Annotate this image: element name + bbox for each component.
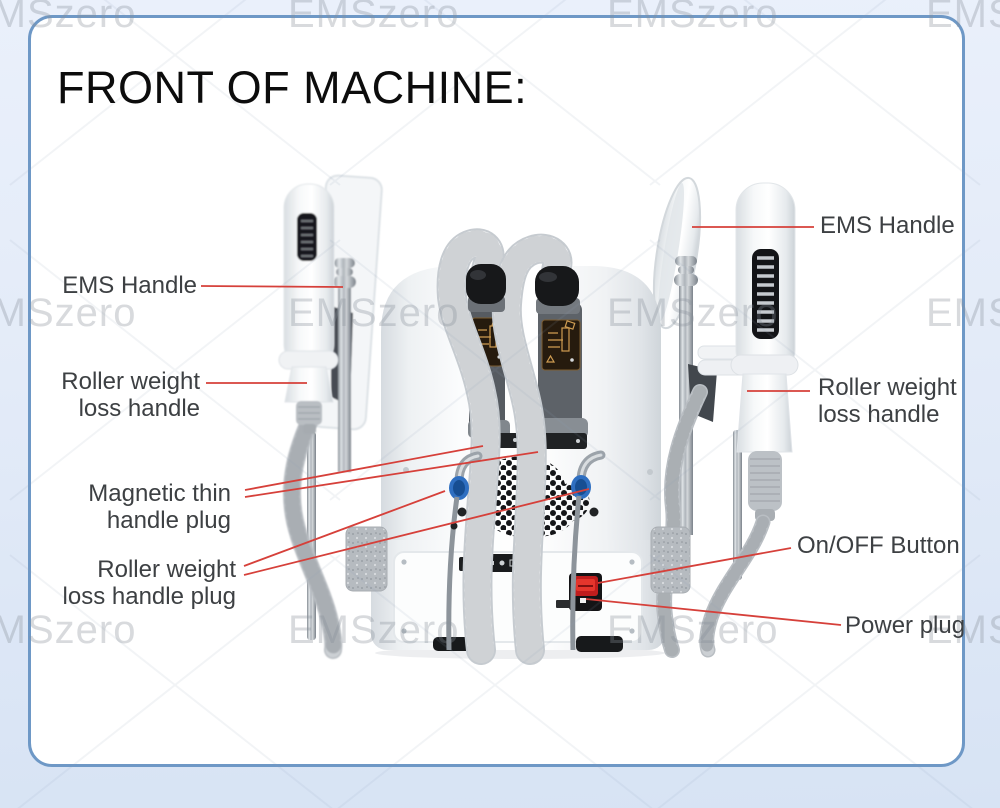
- callout-power-plug: Power plug: [845, 612, 966, 639]
- callout-ems-handle-left: EMS Handle: [62, 272, 197, 299]
- callout-onoff-button: On/OFF Button: [797, 532, 960, 559]
- callout-roller-plug: Roller weight loss handle plug: [62, 556, 236, 610]
- callout-roller-handle-left: Roller weight loss handle: [61, 368, 200, 422]
- callout-magnetic-plug: Magnetic thin handle plug: [88, 480, 231, 534]
- callout-roller-handle-right: Roller weight loss handle: [818, 374, 957, 428]
- page-title: FRONT OF MACHINE:: [57, 62, 528, 113]
- callout-ems-handle-right: EMS Handle: [820, 212, 955, 239]
